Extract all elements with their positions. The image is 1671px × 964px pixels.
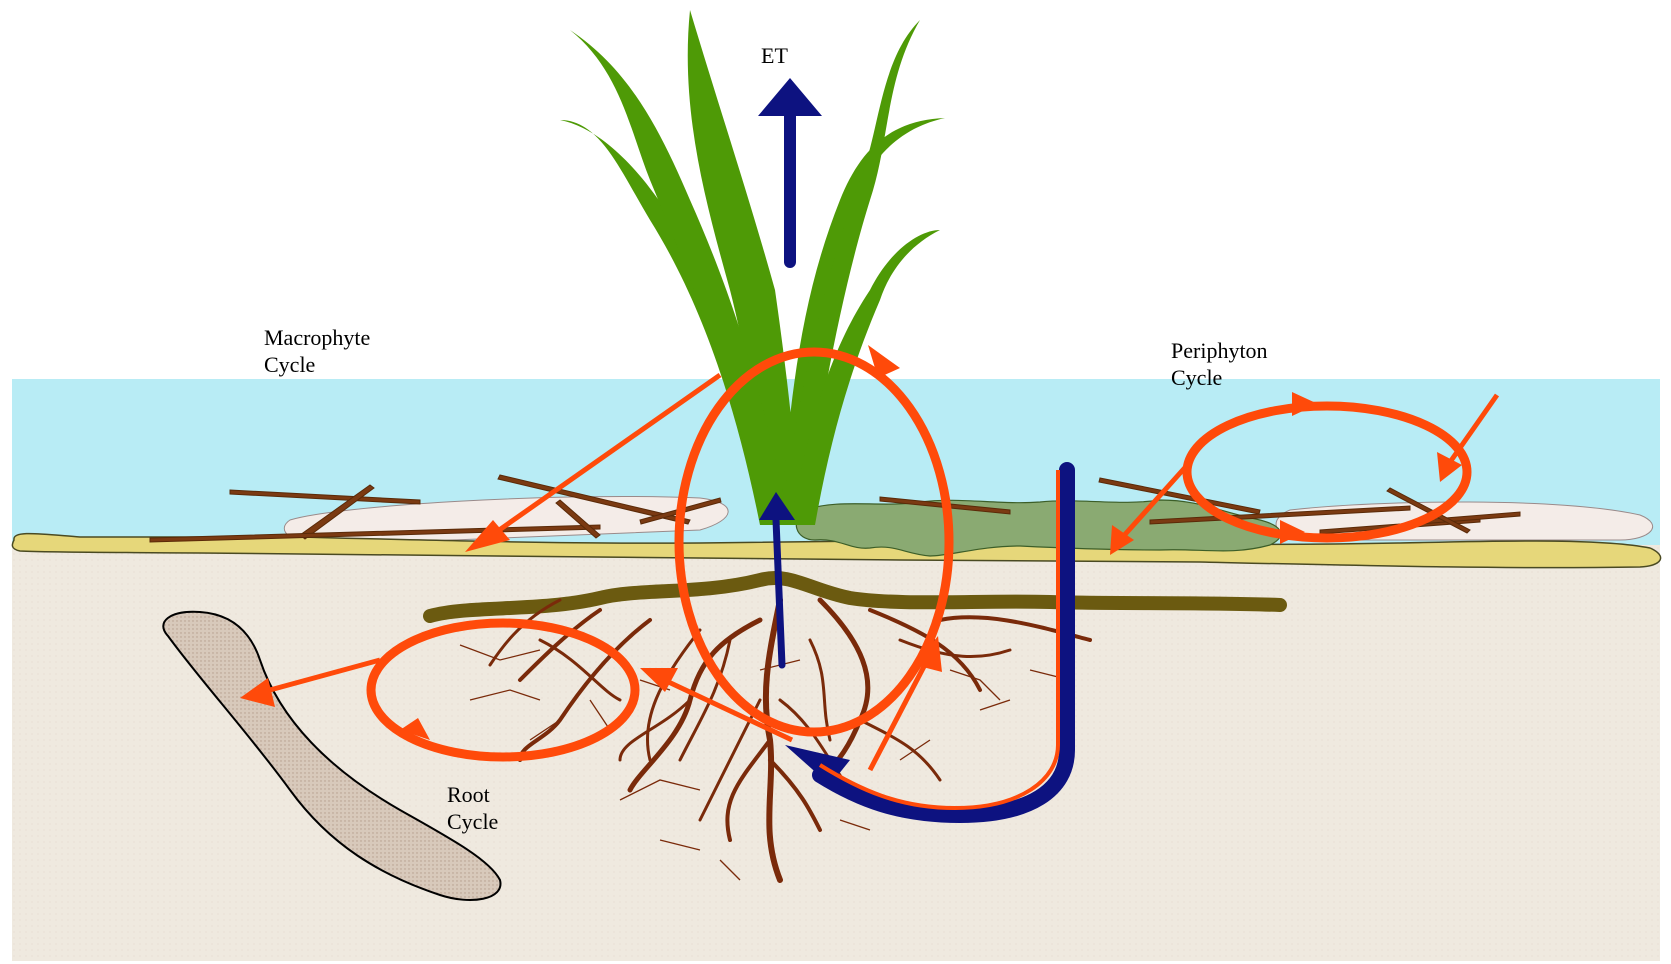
periphyton-cycle-label-line1: Periphyton (1171, 338, 1268, 363)
root-cycle-label-line2: Cycle (447, 809, 498, 834)
root-cycle-label-line1: Root (447, 782, 490, 807)
macrophyte-cycle-label-line2: Cycle (264, 352, 315, 377)
periphyton-cycle-label-line2: Cycle (1171, 365, 1222, 390)
et-label: ET (761, 43, 788, 68)
soil-layer (12, 545, 1660, 961)
macrophyte-cycle-label-line1: Macrophyte (264, 325, 370, 350)
et-arrow (758, 78, 822, 268)
